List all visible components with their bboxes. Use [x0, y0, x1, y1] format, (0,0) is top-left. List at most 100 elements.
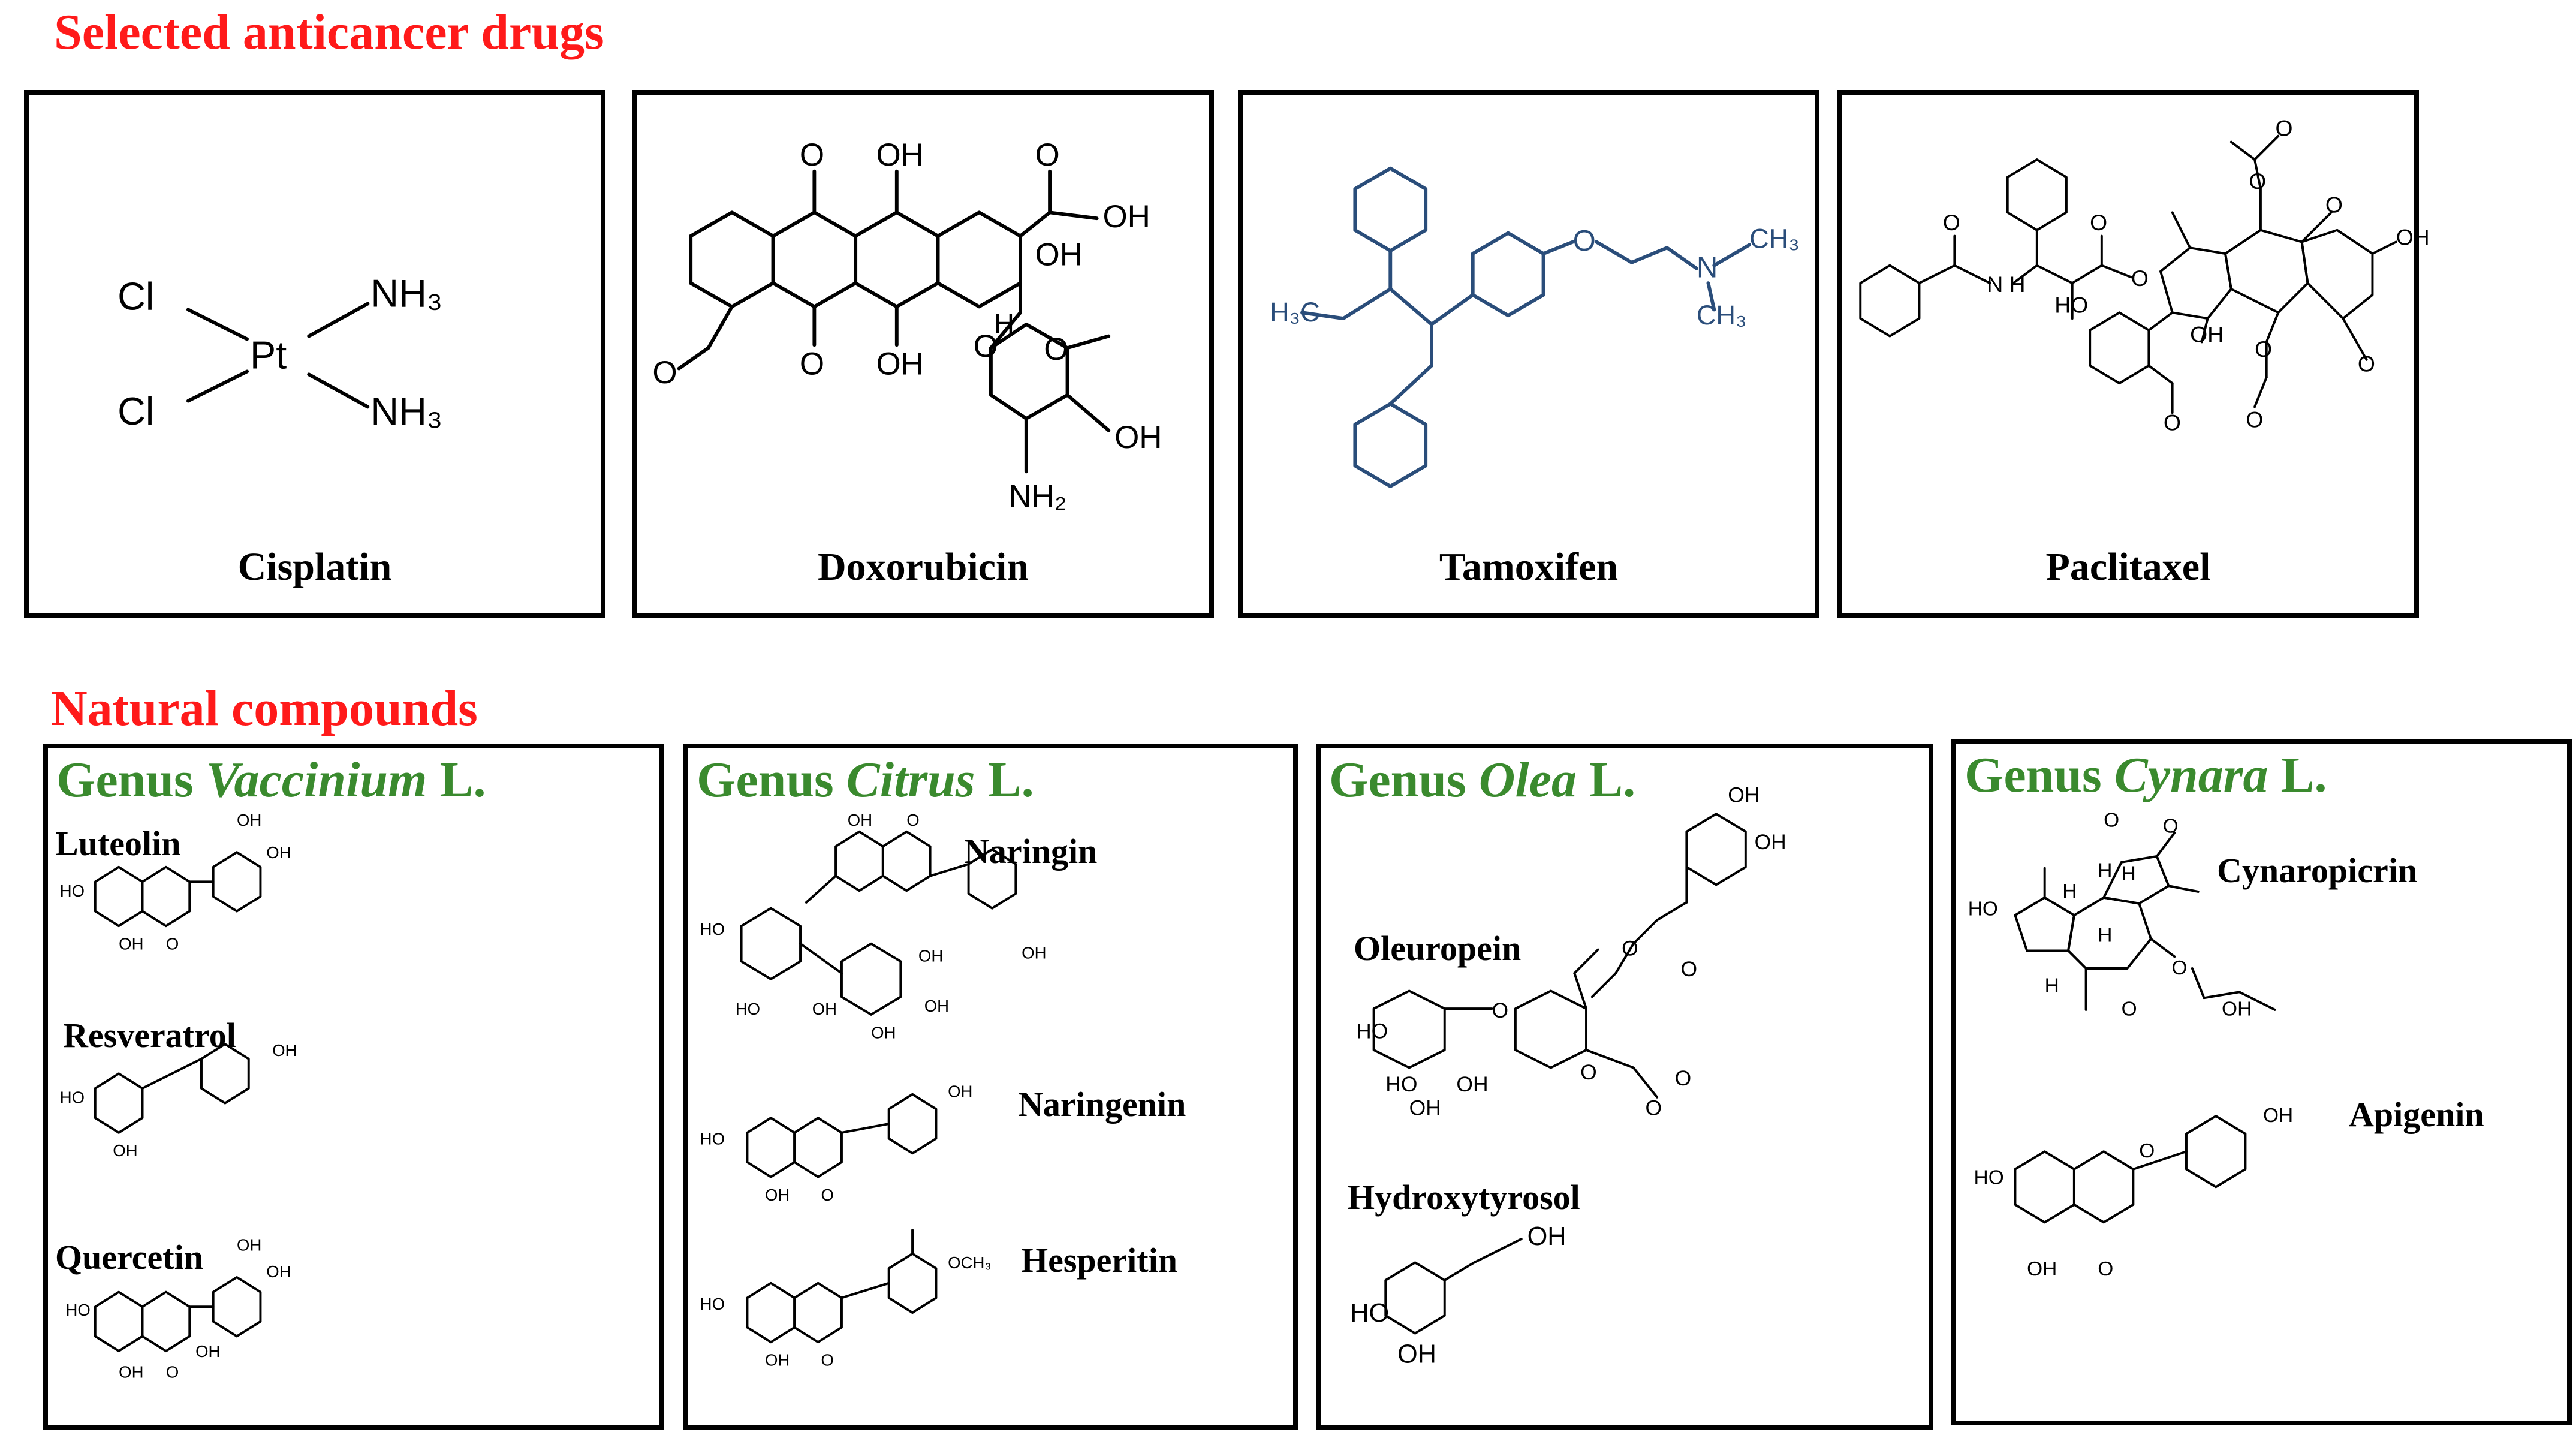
atom-label: OH [113, 1141, 137, 1160]
atom-label: N [1697, 251, 1718, 284]
genus-box-cynara: Genus Cynara L. Cynaropicrin Apigenin O … [1951, 739, 2572, 1425]
atom-label: H₃C [1270, 297, 1320, 327]
genus-title-olea: Genus Olea L. [1329, 752, 1636, 808]
atom-label: HO [700, 1295, 725, 1313]
genus-box-citrus: Genus Citrus L. Naringin Naringenin Hesp… [683, 744, 1298, 1430]
atom-label: OH [2263, 1105, 2293, 1127]
atom-label: OH [876, 137, 924, 173]
atom-label: HO [2054, 292, 2088, 317]
atom-label: OH [2027, 1258, 2057, 1280]
atom-label: O [2163, 816, 2179, 838]
atom-label: O [821, 1351, 833, 1370]
atom-label: OH [2190, 321, 2224, 347]
atom-label: O [2255, 336, 2272, 362]
atom-label: HO [1356, 1019, 1388, 1043]
atom-label: O [2090, 210, 2107, 235]
atom-label: O [2122, 998, 2137, 1021]
atom-label: OH [237, 811, 261, 829]
atom-label: HO [736, 1000, 760, 1018]
atom-label: Cl [117, 274, 154, 318]
header-natural-compounds: Natural compounds [51, 681, 478, 736]
atom-label: HO [1974, 1166, 2004, 1189]
atom-label: O [1622, 936, 1638, 960]
genus-box-vaccinium: Genus Vaccinium L. Luteolin Resveratrol … [43, 744, 664, 1430]
atom-label: OH [237, 1236, 261, 1255]
drug-name-paclitaxel: Paclitaxel [2045, 545, 2211, 589]
atom-label: H [2045, 974, 2059, 997]
atom-label: OH [195, 1342, 220, 1361]
atom-label: HO [60, 1088, 85, 1107]
atom-label: O [166, 1362, 179, 1381]
drug-box-paclitaxel: O N H O HO O O O O OH OH O O O O Paclita… [1837, 90, 2430, 618]
drug-box-doxorubicin: O O OH OH O OH OH O O H O OH NH₂ Doxorub… [632, 90, 1214, 618]
cisplatin-structure: Cl Cl Pt NH₃ NH₃ [117, 271, 442, 433]
atom-label: OH [876, 346, 924, 381]
compound-name-oleuropein: Oleuropein [1354, 929, 1522, 968]
atom-label: HO [1968, 898, 1998, 920]
atom-label: Cl [117, 389, 154, 433]
atom-label: OH [765, 1186, 790, 1204]
drug-box-cisplatin: Cl Cl Pt NH₃ NH₃ Cisplatin [24, 90, 605, 618]
atom-label: O [2275, 116, 2292, 141]
atom-label: OH [266, 1262, 291, 1281]
atom-label: OH [1728, 783, 1759, 807]
atom-label: H [2098, 859, 2112, 882]
atom-label: O [2325, 192, 2343, 217]
atom-label: O [1573, 225, 1596, 257]
atom-label: O [1035, 137, 1060, 173]
atom-label: HO [700, 1129, 725, 1148]
atom-label: H [2122, 862, 2136, 885]
atom-label: O [2131, 266, 2149, 291]
atom-label: HO [60, 882, 85, 900]
atom-label: O [1580, 1060, 1597, 1084]
atom-label: O [973, 329, 998, 364]
atom-label: OH [2222, 998, 2252, 1021]
drug-name-doxorubicin: Doxorubicin [817, 545, 1029, 589]
paclitaxel-structure: O N H O HO O O O O OH OH O O O O [1859, 116, 2430, 435]
atom-label: OH [1035, 237, 1083, 273]
drug-box-tamoxifen: H₃C O N CH₃ CH₃ Tamoxifen [1238, 90, 1819, 618]
atom-label: O [652, 355, 677, 390]
atom-label: OH [1755, 830, 1786, 854]
atom-label: NH₃ [370, 271, 442, 315]
atom-label: O [2249, 169, 2266, 194]
atom-label: O [2139, 1140, 2155, 1162]
genus-box-olea: Genus Olea L. Oleuropein Hydroxytyrosol [1316, 744, 1933, 1430]
atom-label: O [821, 1186, 833, 1204]
compound-name-quercetin: Quercetin [55, 1238, 203, 1277]
atom-label: O [1645, 1096, 1662, 1120]
atom-label: O [1044, 332, 1068, 367]
atom-label: O [166, 935, 179, 953]
compound-name-naringin: Naringin [964, 832, 1098, 871]
atom-label: OH [2396, 224, 2430, 249]
genus-title-cynara: Genus Cynara L. [1965, 747, 2327, 803]
atom-label: CH₃ [1697, 300, 1747, 330]
atom-label: HO [1350, 1299, 1389, 1328]
atom-label: OH [948, 1082, 972, 1101]
atom-label: H [2062, 880, 2077, 902]
compound-name-resveratrol: Resveratrol [63, 1016, 236, 1055]
tamoxifen-structure: H₃C O N CH₃ CH₃ [1270, 166, 1800, 488]
atom-label: OH [1114, 420, 1162, 455]
atom-label: OH [924, 997, 949, 1015]
olea-structures: OH OH O O O HO HO OH OH O O O OH HO OH [1350, 783, 1786, 1368]
atom-label: NH₃ [370, 389, 442, 433]
atom-label: O [1681, 957, 1698, 981]
atom-label: CH₃ [1749, 223, 1800, 254]
atom-label: OH [119, 935, 143, 953]
cynara-structures: O O HO H H H H H O O OH OH HO OH O O [1968, 810, 2293, 1280]
compound-name-apigenin: Apigenin [2349, 1095, 2484, 1134]
atom-label: OH [272, 1041, 297, 1060]
atom-label: H [994, 308, 1014, 339]
atom-label: HO [700, 920, 725, 938]
compound-name-hesperitin: Hesperitin [1021, 1241, 1177, 1280]
drug-name-cisplatin: Cisplatin [237, 545, 392, 589]
compound-name-hydroxytyrosol: Hydroxytyrosol [1348, 1178, 1580, 1217]
atom-label: O [2171, 957, 2187, 979]
compound-name-cynaropicrin: Cynaropicrin [2217, 851, 2418, 890]
atom-label: OH [1409, 1096, 1441, 1120]
atom-label: OH [1022, 943, 1046, 962]
genus-title-vaccinium: Genus Vaccinium L. [56, 752, 486, 808]
atom-label: O [2104, 810, 2119, 832]
atom-label: HO [1385, 1072, 1417, 1096]
